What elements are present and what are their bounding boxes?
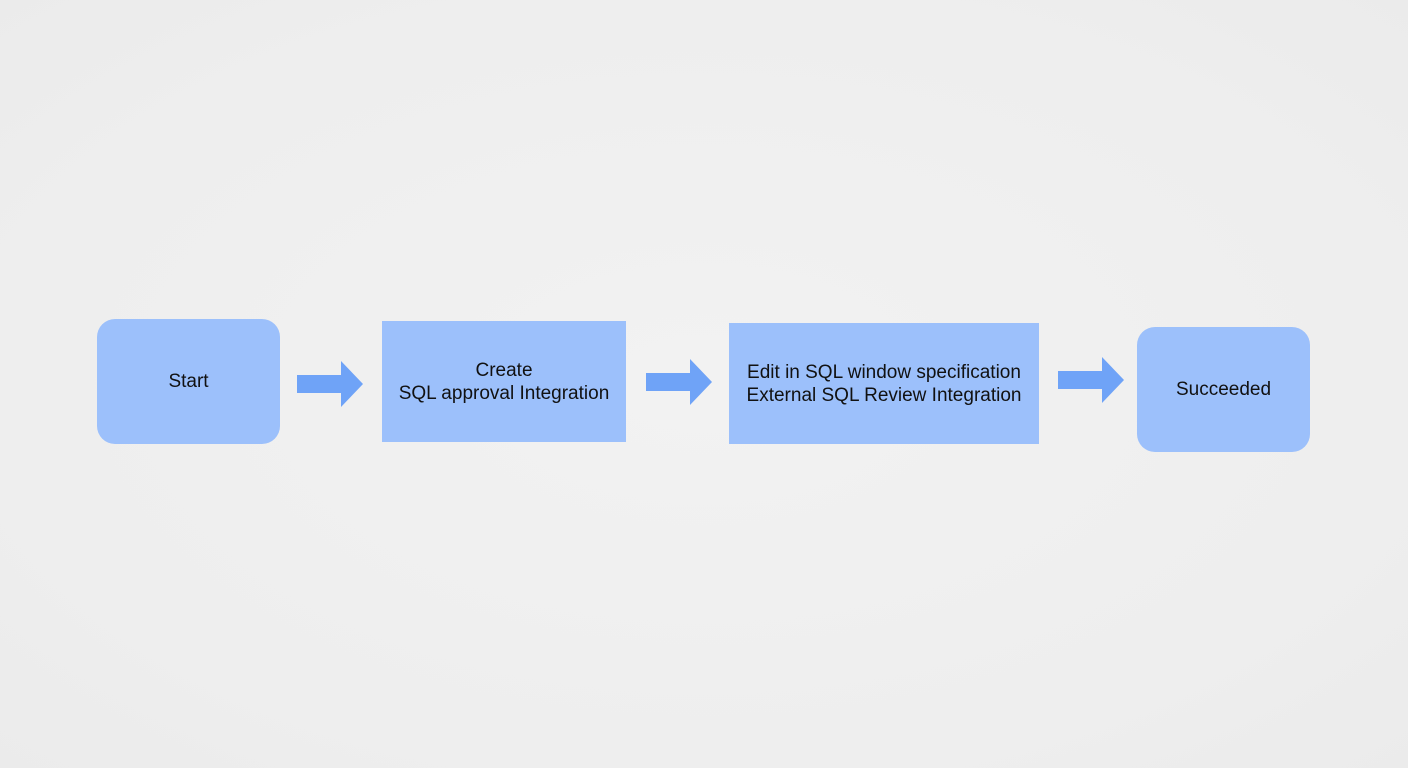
succeeded-node-label: Succeeded [1175,379,1272,400]
arrow-right-icon [297,361,363,407]
arrow-right-icon [1058,357,1124,403]
edit-node-line-2: External SQL Review Integration [746,384,1022,406]
arrow-right-icon [646,359,712,405]
start-node-label: Start [168,371,209,392]
create-node-line-2: SQL approval Integration [398,382,610,404]
start-node: Start [97,319,280,444]
create-node-line-1: Create [475,359,533,381]
edit-node-line-1: Edit in SQL window specification [747,361,1021,383]
succeeded-node: Succeeded [1137,327,1310,452]
create-integration-node: Create SQL approval Integration [382,321,626,442]
edit-sql-window-node: Edit in SQL window specification Externa… [729,323,1039,444]
